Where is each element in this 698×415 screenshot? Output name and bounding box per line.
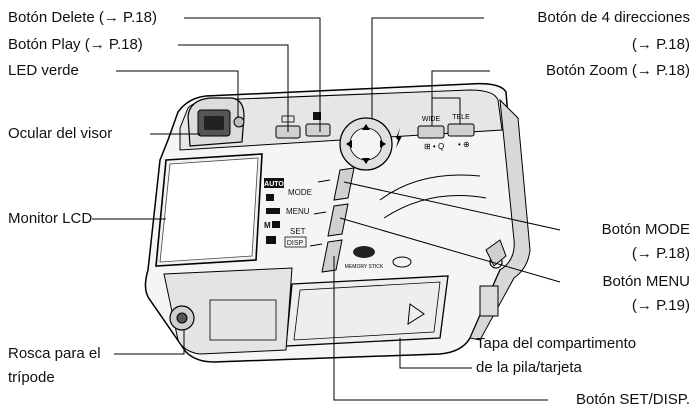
svg-text:DISP: DISP [287,240,304,247]
svg-text:WIDE: WIDE [422,116,441,123]
svg-text:MENU: MENU [286,207,310,216]
label-lcd-monitor: Monitor LCD [8,210,93,227]
camera-illustration: AUTO M MODE MENU SET DISP WIDE TELE ⊞ • … [144,82,531,363]
label-set-disp-button: Botón SET/DISP. [576,391,690,408]
label-tripod-socket-line2: trípode [8,369,55,386]
svg-text:AUTO: AUTO [264,181,284,188]
label-play-button: Botón Play (→ P.18) [8,36,143,53]
leader-lines [92,17,561,401]
svg-text:MEMORY STICK: MEMORY STICK [345,264,384,270]
label-mode-button-line1: Botón MODE [601,221,690,238]
label-zoom-button: Botón Zoom (→ P.18) [546,62,690,79]
label-4way-button-line1: Botón de 4 direcciones [537,9,690,26]
svg-text:MODE: MODE [288,188,312,197]
label-4way-button-line2: (→ P.18) [631,36,690,53]
svg-text:SET: SET [290,227,306,236]
label-menu-button-line1: Botón MENU [602,273,690,290]
svg-text:M: M [264,221,271,230]
svg-text:⊞ • Q: ⊞ • Q [424,142,444,151]
svg-text:TELE: TELE [452,114,470,121]
label-battery-cover-line2: de la pila/tarjeta [476,359,582,376]
label-green-led: LED verde [8,62,79,79]
label-menu-button-line2: (→ P.19) [631,297,690,314]
label-delete-button: Botón Delete (→ P.18) [8,9,157,26]
label-viewfinder-ocular: Ocular del visor [8,125,113,142]
label-tripod-socket-line1: Rosca para el [8,345,101,362]
label-battery-cover-line1: Tapa del compartimento [476,335,637,352]
label-mode-button-line2: (→ P.18) [631,245,690,262]
svg-text:• ⊕: • ⊕ [458,140,470,149]
